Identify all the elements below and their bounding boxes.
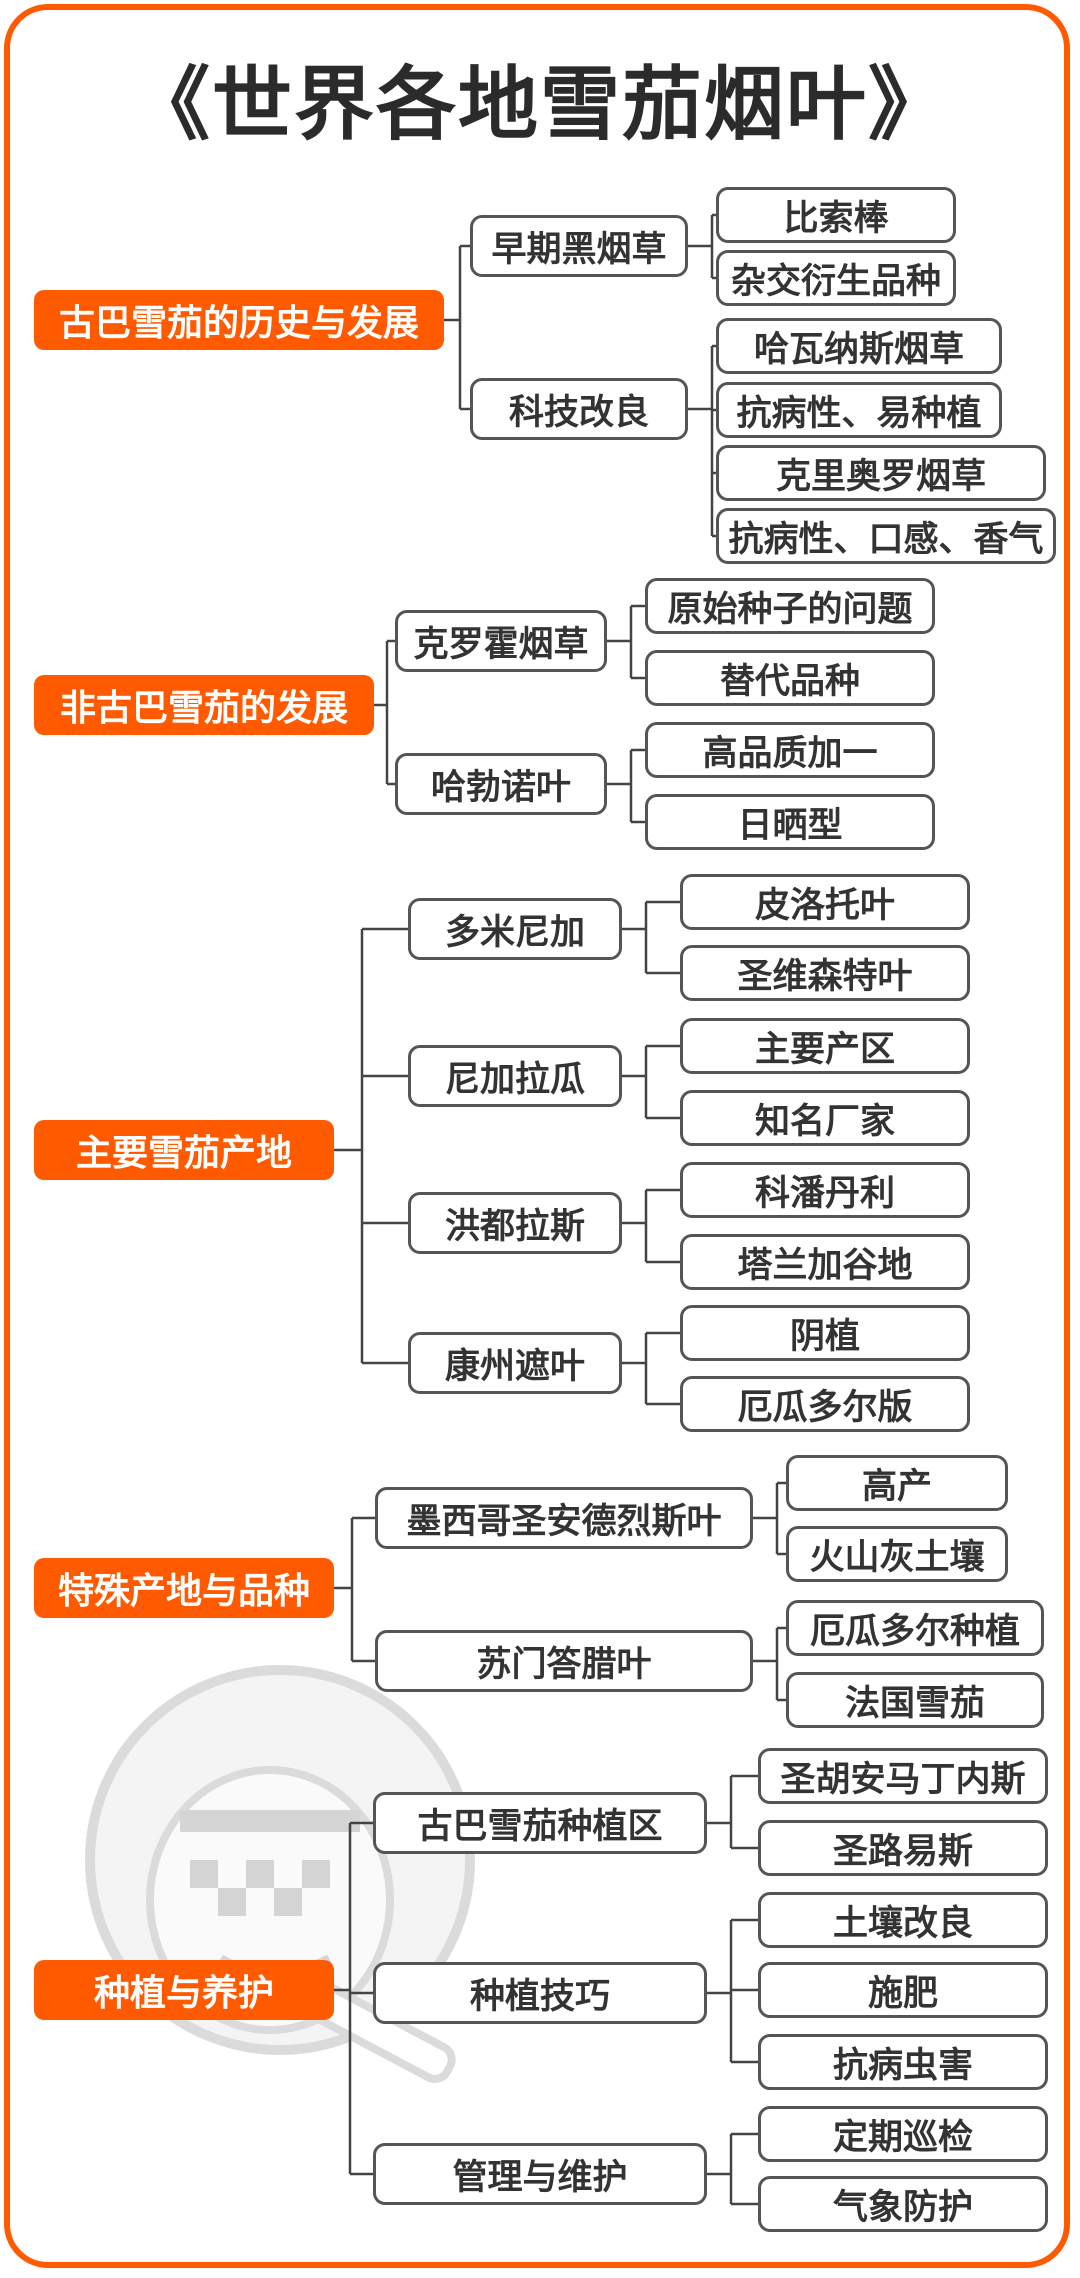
leaf-node: 定期巡检 (758, 2106, 1048, 2162)
leaf-node: 皮洛托叶 (680, 874, 970, 930)
subtopic-node: 科技改良 (470, 378, 688, 440)
category-node: 主要雪茄产地 (34, 1120, 334, 1180)
leaf-node: 气象防护 (758, 2176, 1048, 2232)
leaf-node: 主要产区 (680, 1018, 970, 1074)
subtopic-node: 墨西哥圣安德烈斯叶 (375, 1487, 753, 1549)
leaf-node: 高产 (786, 1455, 1008, 1511)
page-border (4, 4, 1070, 2268)
leaf-node: 科潘丹利 (680, 1162, 970, 1218)
leaf-node: 法国雪茄 (786, 1672, 1044, 1728)
leaf-node: 原始种子的问题 (645, 578, 935, 634)
subtopic-node: 古巴雪茄种植区 (373, 1792, 707, 1854)
subtopic-node: 早期黑烟草 (470, 215, 688, 277)
subtopic-node: 尼加拉瓜 (408, 1045, 622, 1107)
leaf-node: 圣维森特叶 (680, 945, 970, 1001)
leaf-node: 塔兰加谷地 (680, 1234, 970, 1290)
leaf-node: 高品质加一 (645, 722, 935, 778)
leaf-node: 日晒型 (645, 794, 935, 850)
subtopic-node: 康州遮叶 (408, 1332, 622, 1394)
leaf-node: 圣胡安马丁内斯 (758, 1748, 1048, 1804)
leaf-node: 抗病虫害 (758, 2034, 1048, 2090)
leaf-node: 比索棒 (716, 187, 956, 243)
leaf-node: 施肥 (758, 1962, 1048, 2018)
leaf-node: 知名厂家 (680, 1090, 970, 1146)
subtopic-node: 洪都拉斯 (408, 1192, 622, 1254)
leaf-node: 杂交衍生品种 (716, 250, 956, 306)
subtopic-node: 哈勃诺叶 (395, 753, 607, 815)
leaf-node: 抗病性、口感、香气 (716, 508, 1056, 564)
category-node: 种植与养护 (34, 1960, 334, 2020)
category-node: 古巴雪茄的历史与发展 (34, 290, 444, 350)
subtopic-node: 多米尼加 (408, 898, 622, 960)
page-title: 《世界各地雪茄烟叶》 (130, 58, 950, 151)
leaf-node: 抗病性、易种植 (716, 382, 1002, 438)
leaf-node: 克里奥罗烟草 (716, 445, 1046, 501)
subtopic-node: 苏门答腊叶 (375, 1630, 753, 1692)
subtopic-node: 种植技巧 (373, 1962, 707, 2024)
leaf-node: 哈瓦纳斯烟草 (716, 318, 1002, 374)
leaf-node: 厄瓜多尔版 (680, 1376, 970, 1432)
leaf-node: 厄瓜多尔种植 (786, 1600, 1044, 1656)
category-node: 非古巴雪茄的发展 (34, 675, 374, 735)
leaf-node: 火山灰土壤 (786, 1526, 1008, 1582)
subtopic-node: 管理与维护 (373, 2143, 707, 2205)
leaf-node: 替代品种 (645, 650, 935, 706)
leaf-node: 土壤改良 (758, 1892, 1048, 1948)
category-node: 特殊产地与品种 (34, 1558, 334, 1618)
leaf-node: 阴植 (680, 1305, 970, 1361)
leaf-node: 圣路易斯 (758, 1820, 1048, 1876)
subtopic-node: 克罗霍烟草 (395, 610, 607, 672)
